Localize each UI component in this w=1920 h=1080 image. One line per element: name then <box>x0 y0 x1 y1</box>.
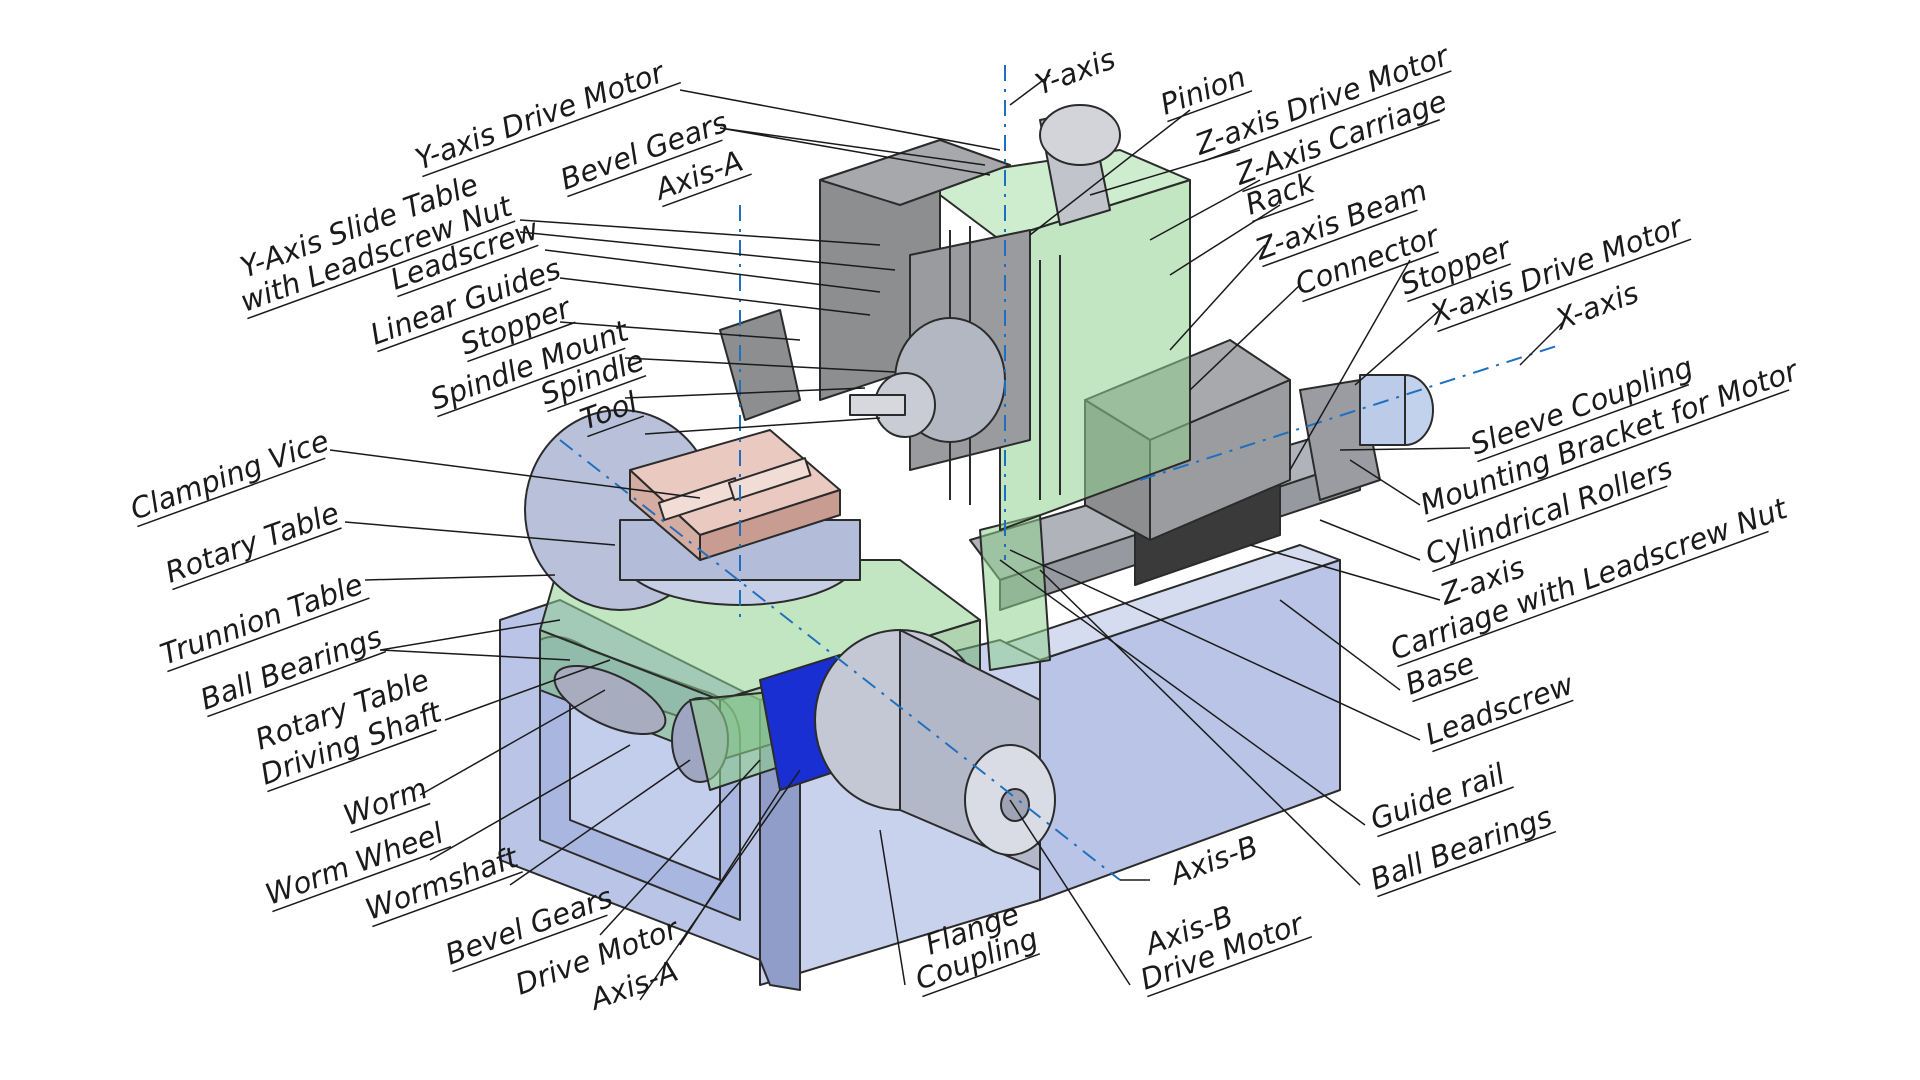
base-block <box>999 544 1341 901</box>
underline <box>1377 830 1557 898</box>
underline <box>422 81 682 178</box>
underline <box>452 914 608 973</box>
underline <box>1432 699 1574 753</box>
x-axis-line <box>1139 344 1561 481</box>
underline <box>397 244 539 298</box>
underline <box>547 374 647 413</box>
underline <box>377 287 552 353</box>
underline <box>1262 209 1418 268</box>
underline <box>567 139 723 198</box>
underline <box>1432 485 1668 573</box>
underline <box>372 871 524 928</box>
underline <box>247 220 516 320</box>
underline <box>1147 936 1313 998</box>
machine-illustration <box>499 65 1561 991</box>
underline <box>662 173 752 208</box>
underline <box>272 845 452 913</box>
underline <box>1427 389 1790 523</box>
underline <box>1167 90 1253 123</box>
leader-lines <box>329 74 1566 1001</box>
clamping-vice <box>629 429 841 561</box>
underline <box>1437 238 1692 333</box>
underline <box>922 953 1041 998</box>
underline <box>1477 383 1690 463</box>
underline <box>1412 676 1479 703</box>
label-rotary-table: Rotary Table <box>161 495 344 589</box>
underline <box>1407 263 1512 303</box>
x-axis-motor <box>1299 374 1434 501</box>
underline <box>267 729 437 793</box>
underline <box>137 457 326 528</box>
underline <box>437 347 626 418</box>
underline <box>587 415 645 438</box>
underline <box>172 527 342 591</box>
underline <box>467 321 576 363</box>
underline <box>1302 251 1439 303</box>
underline <box>1377 786 1514 838</box>
label-y-axis: Y-axis <box>1031 41 1120 101</box>
underline <box>167 597 370 673</box>
underline <box>1397 530 1769 668</box>
y-axis-motor <box>1039 104 1121 226</box>
underline <box>207 650 387 718</box>
underline <box>1202 70 1452 163</box>
axis-b-line <box>559 439 1121 881</box>
spindle-assembly <box>849 317 1006 443</box>
underline <box>350 802 431 834</box>
underline <box>1252 198 1314 223</box>
underline <box>1242 119 1440 193</box>
